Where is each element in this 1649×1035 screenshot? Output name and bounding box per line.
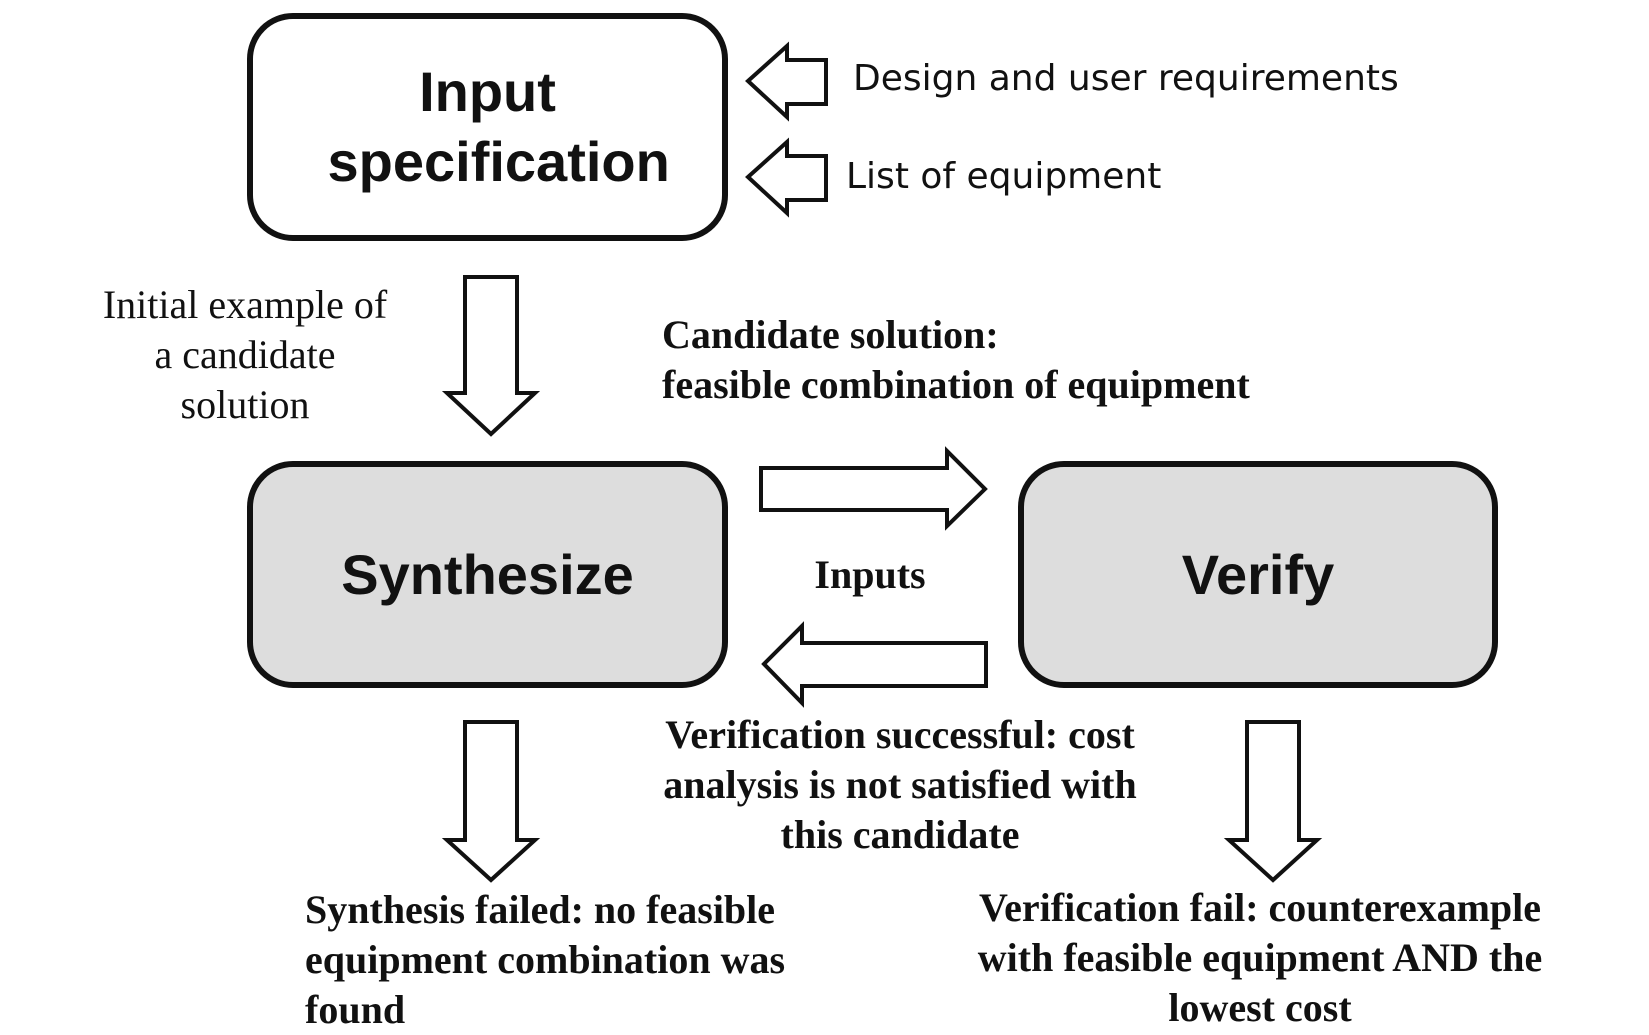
verify-label: Verify	[1181, 543, 1335, 606]
synthesize-box: Synthesize	[247, 461, 728, 688]
candidate-solution-label: Candidate solution: feasible combination…	[662, 310, 1250, 410]
arrow-synthesis-failed-down	[441, 720, 541, 883]
inputs-label: Inputs	[814, 552, 926, 597]
arrow-list-of-equipment-left	[745, 137, 828, 218]
arrow-verification-successful-left	[761, 621, 988, 708]
arrow-design-requirements-left	[745, 41, 828, 122]
verification-fail-label: Verification fail: counterexample with f…	[977, 885, 1543, 1030]
input-specification-label: Input specification	[327, 60, 670, 193]
candidate-solution-line2: feasible combination of equipment	[662, 362, 1250, 407]
verify-box: Verify	[1018, 461, 1498, 688]
arrow-candidate-right	[759, 446, 988, 531]
synthesis-failed-label: Synthesis failed: no feasible equipment …	[305, 887, 786, 1032]
candidate-solution-line1: Candidate solution:	[662, 312, 999, 357]
initial-example-label: Initial example of a candidate solution	[102, 282, 388, 427]
arrow-initial-down	[441, 275, 541, 437]
arrow-verification-fail-down	[1223, 720, 1323, 883]
list-of-equipment-label: List of equipment	[846, 156, 1162, 197]
input-specification-box: Input specification	[247, 13, 728, 241]
verification-successful-label: Verification successful: cost analysis i…	[663, 712, 1137, 857]
design-requirements-label: Design and user requirements	[853, 58, 1399, 99]
synthesize-label: Synthesize	[341, 543, 634, 606]
